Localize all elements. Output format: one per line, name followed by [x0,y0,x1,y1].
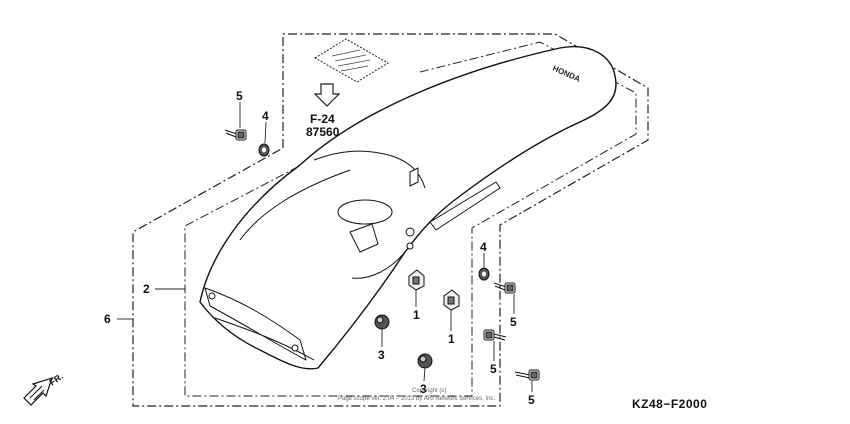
grommet-upper-icon [374,314,390,330]
callout-4-upper: 4 [262,109,269,123]
rear-fender [199,46,617,370]
clip-nut-right-icon [443,289,460,311]
copyright-label: Copyright (c) [412,388,446,394]
callout-2: 2 [143,282,150,296]
leader-lines [117,102,533,392]
reference-arrow-icon [313,83,341,107]
caution-label-sticker [314,38,389,83]
callout-5-right-1: 5 [510,315,517,329]
front-direction-arrow-icon [23,377,53,406]
callout-5-right-3: 5 [528,393,535,407]
flange-bolt-right-2-icon [483,329,507,341]
reference-page: F-24 [310,112,335,126]
callout-5-upper: 5 [236,89,243,103]
callout-4-right: 4 [480,240,487,254]
callout-3-upper: 3 [378,348,385,362]
grommet-lower-icon [417,353,433,369]
reference-part-number: 87560 [306,125,340,139]
callout-1-right: 1 [448,332,455,346]
callout-5-right-2: 5 [490,362,497,376]
flange-bolt-upper-icon [224,129,247,141]
callout-3-lower: 3 [420,382,427,396]
washer-right-icon [478,267,490,281]
callout-6: 6 [104,312,111,326]
clip-nut-left-icon [408,269,425,291]
diagram-code: KZ48−F2000 [632,397,707,411]
washer-upper-icon [258,143,270,157]
flange-bolt-right-1-icon [493,282,516,294]
flange-bolt-right-3-icon [514,369,540,381]
callout-1-left: 1 [413,308,420,322]
copyright-line: Page scope ver. 2.04 – 2013 by ARI Netwo… [338,396,495,402]
